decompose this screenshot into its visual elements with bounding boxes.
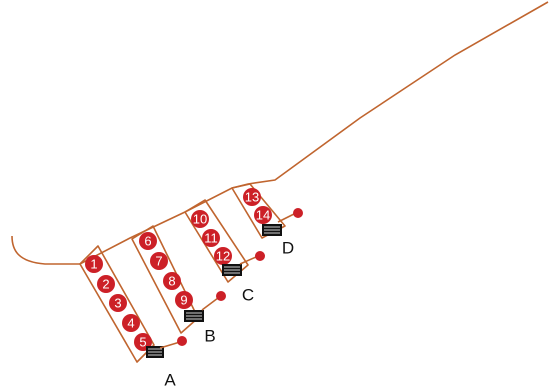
group-d-label: D — [282, 239, 294, 258]
group-c-label: C — [242, 286, 254, 305]
plate-c — [222, 264, 242, 276]
node-10 — [191, 210, 209, 228]
group-c: 10 11 12 C — [184, 199, 265, 305]
pin-a — [177, 336, 187, 346]
pin-b — [216, 291, 226, 301]
node-10-label: 10 — [193, 212, 207, 227]
node-11 — [202, 229, 220, 247]
group-a-label: A — [164, 371, 176, 390]
node-7-label: 7 — [155, 254, 162, 269]
node-3-label: 3 — [114, 296, 121, 311]
group-b: 6 7 8 9 B — [131, 225, 226, 346]
pin-d — [293, 208, 303, 218]
node-6 — [139, 232, 157, 250]
node-7 — [150, 252, 168, 270]
group-d-frame — [231, 183, 286, 239]
group-a-frame — [79, 245, 155, 363]
backbone-line — [11, 1, 549, 265]
pin-a-line — [159, 341, 181, 349]
node-11-label: 11 — [204, 231, 218, 246]
group-d: 13 14 D — [231, 183, 303, 258]
pin-c — [255, 251, 265, 261]
node-8-label: 8 — [168, 274, 175, 289]
node-14 — [254, 206, 272, 224]
pin-c-line — [239, 256, 257, 265]
group-b-label: B — [204, 327, 215, 346]
node-1 — [85, 255, 103, 273]
node-14-label: 14 — [256, 208, 270, 223]
node-12 — [214, 247, 232, 265]
node-13 — [243, 188, 261, 206]
node-4-label: 4 — [127, 316, 134, 331]
node-2-label: 2 — [102, 277, 109, 292]
node-9-label: 9 — [180, 293, 187, 308]
plate-a — [146, 346, 164, 358]
pin-b-line — [201, 297, 219, 311]
node-8 — [163, 272, 181, 290]
node-9 — [175, 291, 193, 309]
node-4 — [122, 314, 140, 332]
node-12-label: 12 — [216, 249, 230, 264]
plate-d — [262, 224, 282, 236]
node-2 — [97, 275, 115, 293]
pin-d-line — [277, 213, 295, 223]
node-1-label: 1 — [90, 257, 97, 272]
node-3 — [109, 294, 127, 312]
group-c-frame — [184, 199, 249, 283]
node-13-label: 13 — [245, 190, 259, 205]
plate-b — [184, 310, 204, 322]
group-a: 1 2 3 4 5 A — [79, 245, 187, 390]
node-6-label: 6 — [144, 234, 151, 249]
node-5-label: 5 — [139, 335, 146, 350]
